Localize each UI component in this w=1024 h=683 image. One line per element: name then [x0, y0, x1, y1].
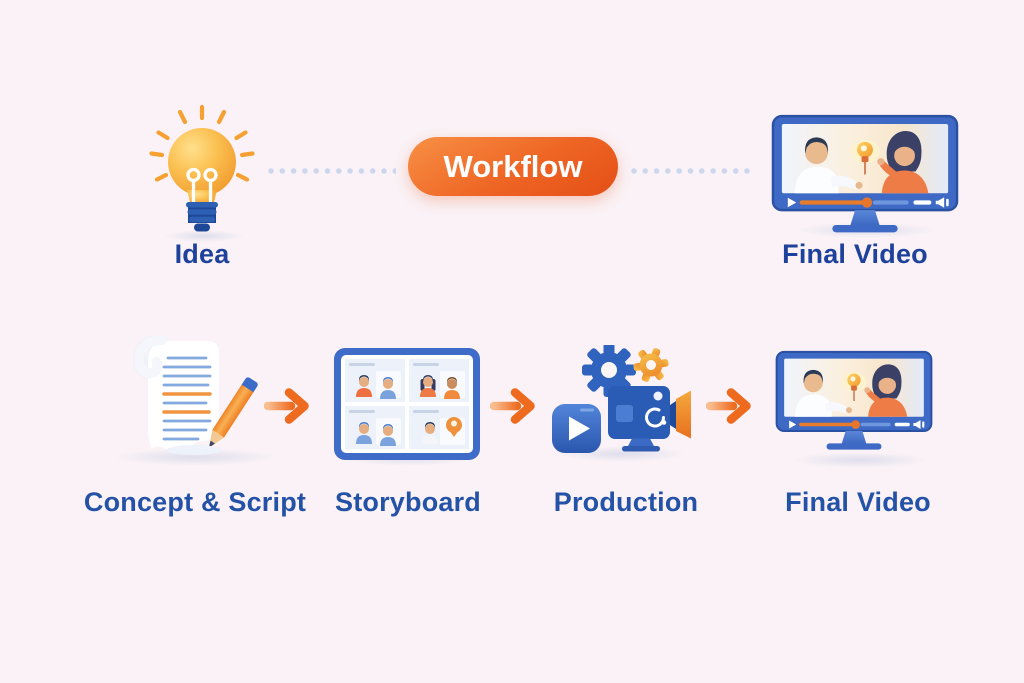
play-button-icon — [552, 404, 601, 453]
pencil-icon — [208, 377, 258, 448]
arrow-right-icon — [264, 388, 309, 424]
camera-lens-horn — [676, 390, 691, 439]
workflow-pill: Workflow — [408, 137, 618, 196]
lightbulb-rays — [149, 104, 255, 182]
final-video-top-label: Final Video — [782, 239, 928, 269]
script-text-lines — [162, 356, 212, 441]
dotted-connector-left — [268, 168, 396, 174]
idea-label: Idea — [174, 239, 230, 269]
step-concept-script-label: Concept & Script — [83, 487, 307, 517]
camera-gears-icon — [552, 345, 691, 453]
monitor-video-icon — [775, 350, 933, 452]
step-production-label: Production — [553, 487, 699, 517]
step-final-video-label: Final Video — [785, 487, 931, 517]
blue-gear-icon — [582, 345, 636, 397]
step-storyboard-label: Storyboard — [334, 487, 482, 517]
arrow-right-icon — [706, 388, 751, 424]
script-shadow — [110, 448, 280, 466]
arrow-right-icon — [490, 388, 535, 424]
monitor-video-icon — [771, 114, 959, 235]
final-video-bottom-shadow — [790, 452, 930, 468]
workflow-pill-label: Workflow — [443, 148, 583, 184]
storyboard-grid-icon — [334, 348, 480, 460]
orange-gear-icon — [633, 348, 669, 382]
script-pencil-icon — [132, 336, 258, 455]
storyboard-cells — [345, 359, 469, 449]
lightbulb-icon — [149, 104, 255, 232]
idea-shadow — [162, 230, 246, 242]
dotted-connector-right — [631, 168, 753, 174]
lightbulb-filament — [186, 167, 218, 203]
